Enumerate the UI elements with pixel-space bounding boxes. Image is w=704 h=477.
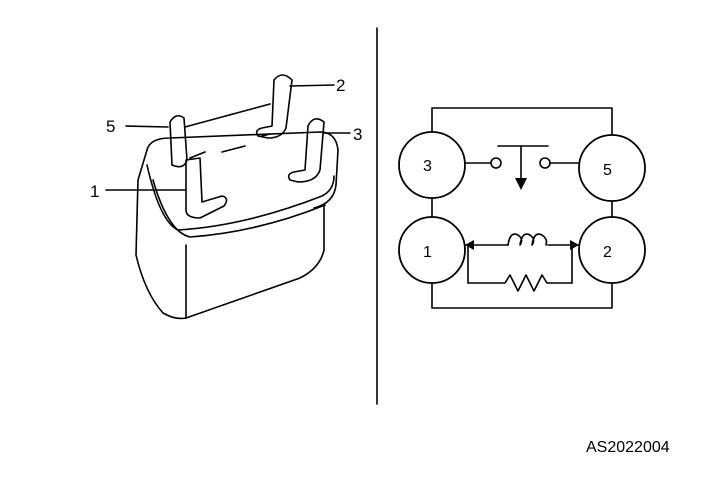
housing-right-edge [313, 149, 339, 209]
pin-5-terminal [169, 114, 188, 168]
node-1-circle [398, 216, 466, 284]
housing-body-outline [135, 149, 325, 320]
pin-label-1: 1 [90, 182, 99, 201]
housing-collar [152, 179, 326, 238]
contact-right [539, 157, 551, 169]
relay-pins [169, 74, 325, 219]
contact-left [490, 157, 502, 169]
node-2-circle [578, 216, 646, 284]
figure-code: AS2022004 [586, 439, 670, 456]
switch-contacts [464, 145, 580, 190]
floor-slot [184, 103, 271, 128]
coil-branch [464, 233, 580, 250]
floor-slot [189, 151, 206, 159]
circuit-frame [431, 107, 613, 309]
schematic: 3 5 1 2 [398, 107, 646, 309]
actuator-arrow [515, 178, 527, 190]
node-label-2: 2 [603, 244, 612, 261]
pin-2-terminal [255, 74, 293, 139]
leader-pin-5 [125, 125, 169, 128]
resistor-zigzag [467, 274, 573, 292]
coil-winding [507, 233, 548, 246]
floor-slot [221, 145, 246, 153]
node-5-circle [578, 134, 646, 202]
pin-label-5: 5 [106, 117, 115, 136]
leader-pin-2 [289, 84, 335, 87]
node-label-1: 1 [423, 244, 432, 261]
floor-slot [261, 133, 271, 137]
node-label-5: 5 [603, 162, 612, 179]
coil-arrow-left [465, 240, 474, 250]
pin-3-terminal [287, 118, 325, 183]
relay-leader-lines [105, 84, 351, 191]
pin-label-2: 2 [336, 76, 345, 95]
node-label-3: 3 [423, 158, 432, 175]
node-3-circle [398, 131, 466, 199]
resistor-branch [467, 244, 573, 292]
pin-label-3: 3 [353, 125, 362, 144]
relay-housing [135, 131, 339, 320]
housing-inner-rim [146, 164, 335, 231]
housing-top-rim [146, 131, 339, 151]
pin-1-terminal [185, 157, 228, 219]
